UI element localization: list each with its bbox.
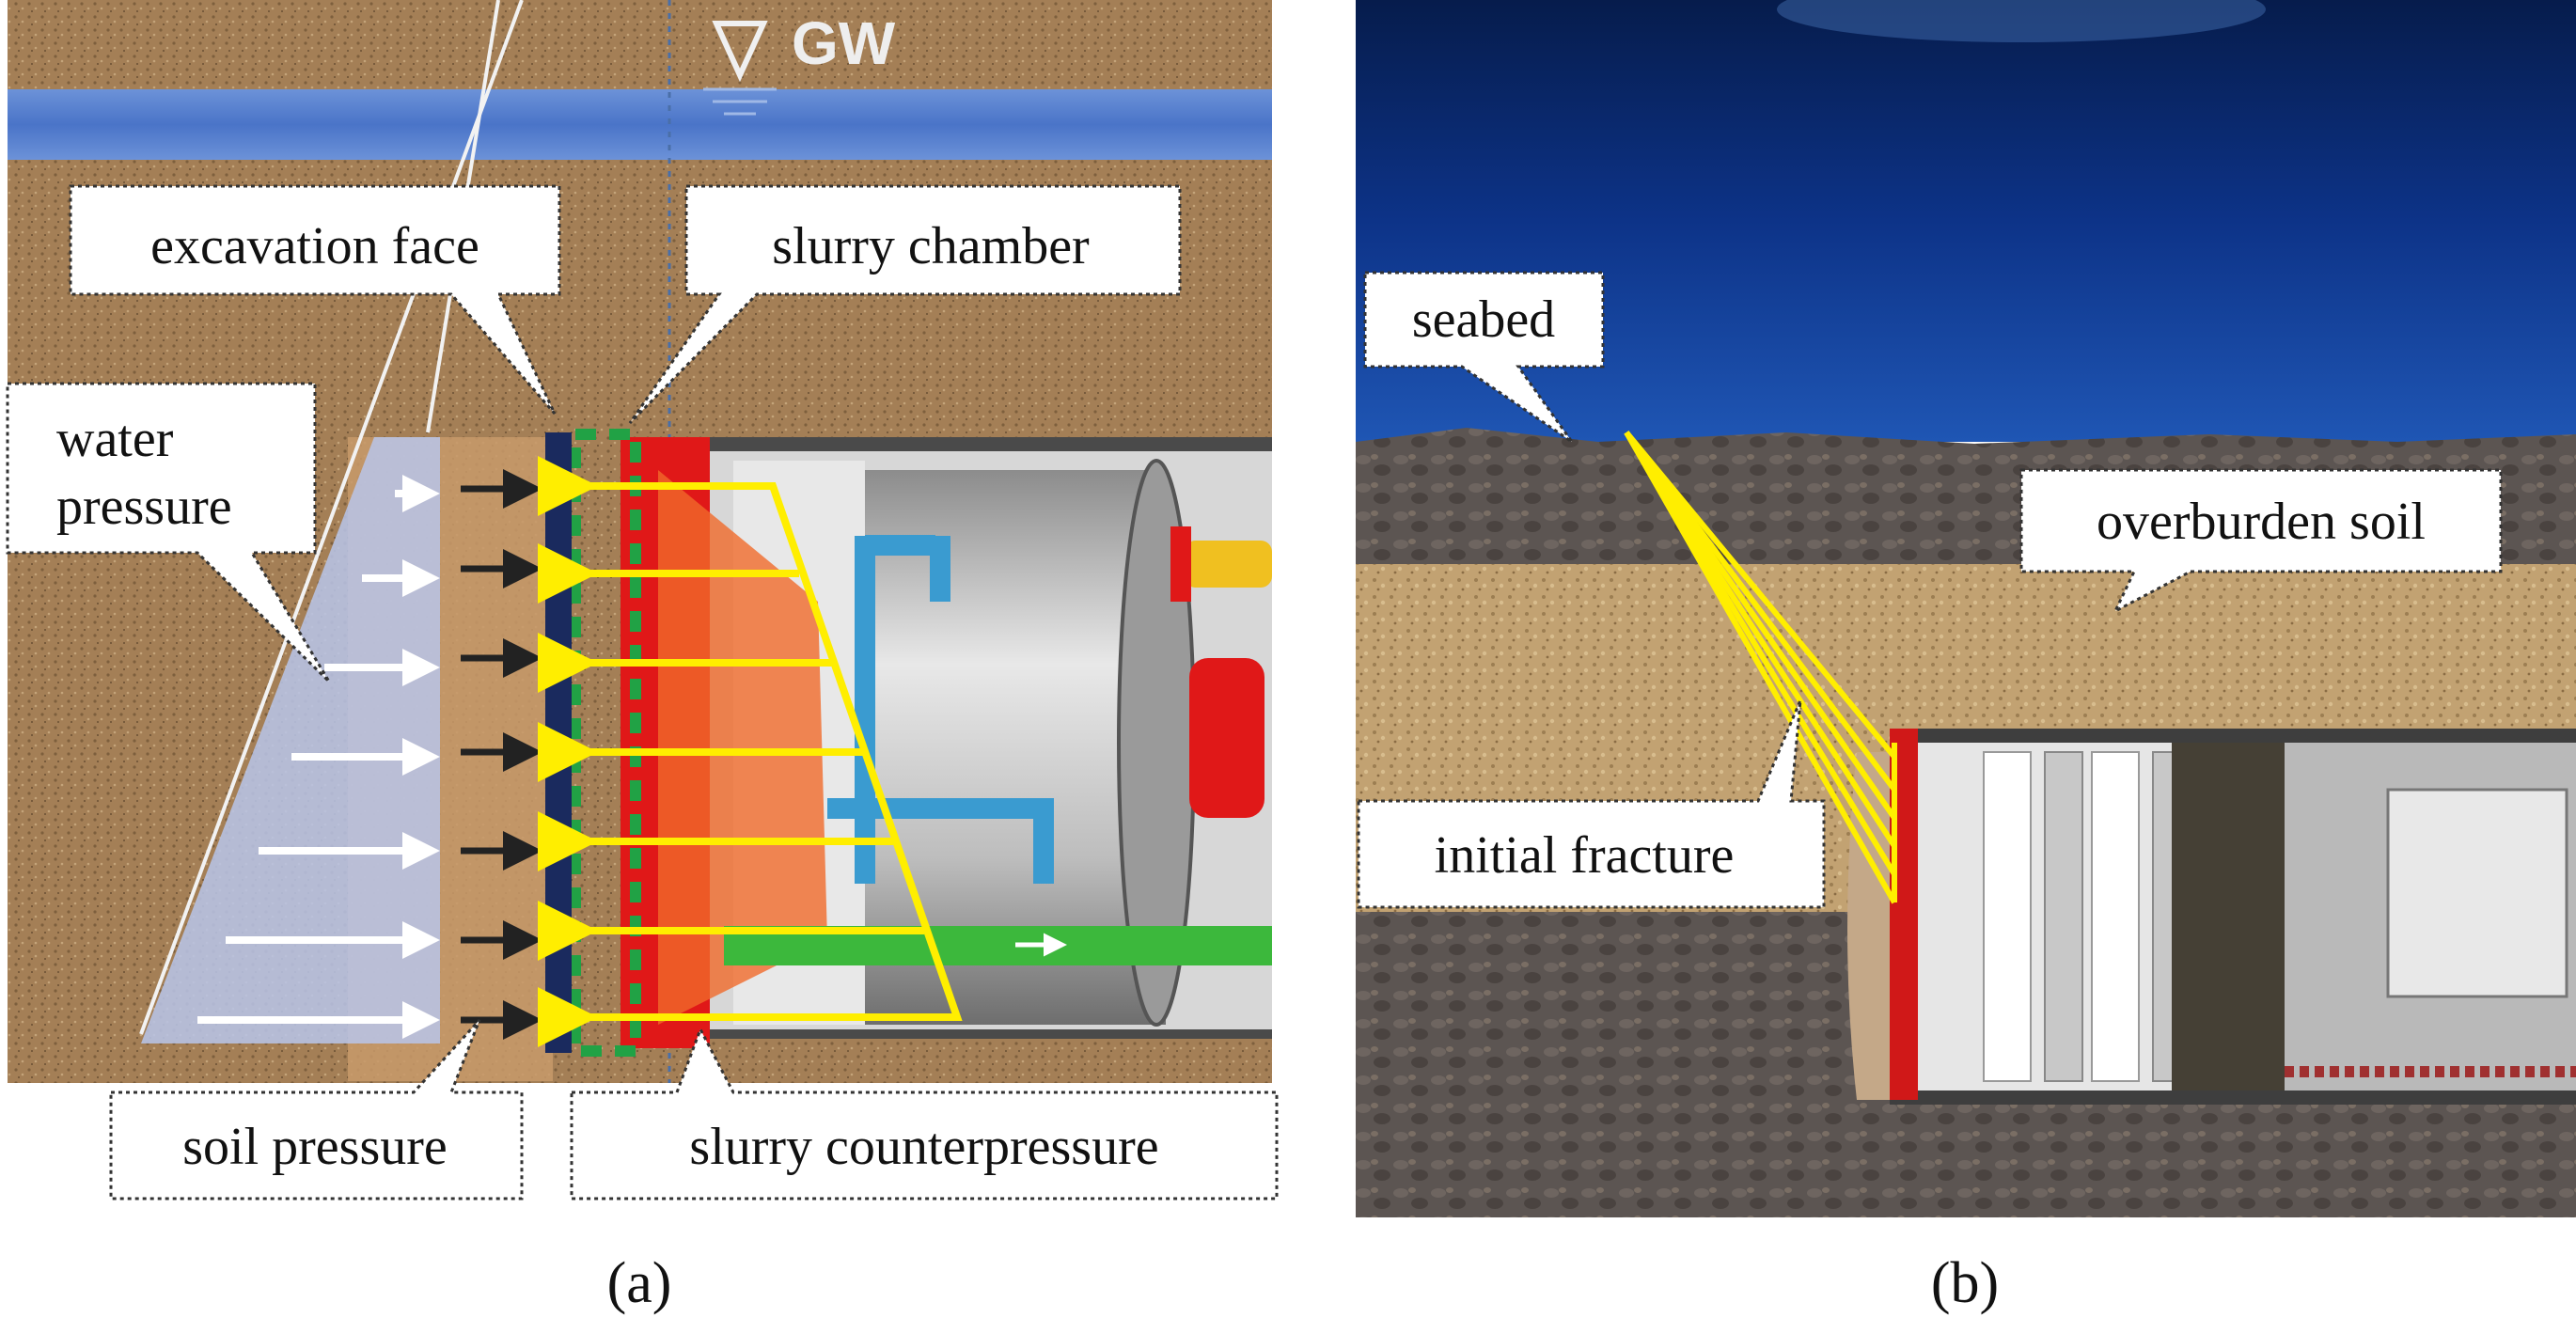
caption-b: (b): [1931, 1251, 1999, 1315]
caption-a: (a): [607, 1251, 672, 1315]
groundwater-level-icon: [703, 21, 777, 116]
soil-pressure-arrows: [461, 469, 542, 1040]
red-motor: [1189, 658, 1264, 818]
water-pressure-arrows: [197, 475, 440, 1039]
label-water-pressure-line1: water: [56, 410, 174, 468]
slurry-cone: [658, 470, 827, 1025]
label-water-pressure-line2: pressure: [56, 478, 232, 536]
callout-overburden-soil: overburden soil: [2019, 468, 2503, 615]
label-excavation-face: excavation face: [150, 217, 479, 275]
callout-initial-fracture: initial fracture: [1357, 699, 1826, 909]
label-overburden-soil: overburden soil: [2097, 493, 2426, 551]
callout-soil-pressure: soil pressure: [109, 1018, 524, 1200]
yellow-cylinder: [1185, 541, 1272, 588]
panel-a: GW: [6, 0, 1279, 1318]
excavation-face-bar: [545, 432, 572, 1053]
sea-water: [1356, 0, 2576, 442]
slurry-counterpressure-arrows: [538, 456, 954, 1047]
panel-b: seabed overburden soil initial fracture …: [1356, 0, 2576, 1315]
label-seabed: seabed: [1412, 290, 1555, 349]
callout-slurry-chamber: slurry chamber: [628, 184, 1182, 425]
callout-excavation-face: excavation face: [69, 184, 561, 415]
callout-slurry-counterpressure: slurry counterpressure: [570, 1026, 1279, 1200]
callout-seabed: seabed: [1363, 271, 1605, 444]
callout-water-pressure: water pressure: [6, 382, 331, 683]
gw-label: GW: [792, 9, 896, 77]
sea-light: [1777, 0, 2266, 42]
label-slurry-chamber: slurry chamber: [772, 217, 1090, 275]
pressure-guide-line: [139, 0, 524, 1035]
initial-fracture-lines: [1624, 431, 1897, 904]
blue-pipe: [827, 535, 1054, 884]
red-valve: [1170, 526, 1191, 602]
label-slurry-counterpressure: slurry counterpressure: [689, 1118, 1158, 1176]
label-initial-fracture: initial fracture: [1435, 826, 1735, 885]
tbm-machine-b: [1847, 729, 2576, 1105]
water-pressure-diagram: [141, 437, 440, 1043]
label-soil-pressure: soil pressure: [182, 1118, 448, 1176]
tbm-machine-a: [620, 437, 1272, 1048]
groundwater-band: [8, 89, 1272, 160]
